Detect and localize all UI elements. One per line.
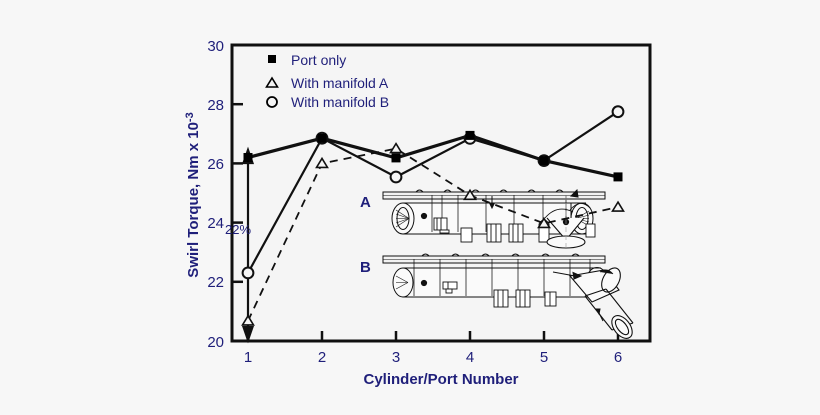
y-tick-label: 28	[207, 97, 224, 114]
y-axis-title: Swirl Torque, Nm x 10-3	[184, 112, 202, 277]
data-point	[389, 170, 403, 184]
series-line-manifold-a	[247, 147, 619, 322]
y-axis-tick-labels: 30 28 26 24 22 20	[207, 38, 224, 351]
x-tick-label: 5	[540, 349, 548, 366]
x-tick-label: 3	[392, 349, 400, 366]
series-markers-port-only	[243, 130, 623, 182]
legend-marker-circle-icon	[266, 96, 278, 108]
x-tick-label: 6	[614, 349, 622, 366]
inset-diagram-manifold-a: A	[360, 188, 606, 250]
legend-label-port-only: Port only	[291, 52, 346, 68]
data-point	[539, 156, 549, 166]
svg-text:Swirl Torque, Nm x 10-3: Swirl Torque, Nm x 10-3	[184, 112, 202, 277]
legend-marker-square-icon	[268, 55, 276, 63]
inset-label-b: B	[360, 259, 371, 276]
data-point	[243, 153, 253, 162]
inset-diagram-manifold-b: B	[360, 253, 634, 339]
data-point	[537, 216, 551, 229]
data-point	[241, 314, 255, 326]
x-axis-title: Cylinder/Port Number	[363, 371, 518, 388]
legend-label-manifold-a: With manifold A	[291, 75, 389, 91]
x-tick-label: 1	[244, 349, 252, 366]
data-point	[315, 156, 329, 169]
y-axis-title-exponent: -3	[184, 112, 196, 122]
inset-label-a: A	[360, 194, 371, 211]
legend-label-manifold-b: With manifold B	[291, 94, 389, 110]
data-point	[611, 200, 625, 212]
data-point	[241, 266, 255, 280]
y-tick-label: 24	[207, 215, 224, 232]
y-tick-label: 20	[207, 334, 224, 351]
series-line-manifold-b	[247, 110, 619, 274]
legend: Port only With manifold A With manifold …	[265, 52, 389, 110]
series-markers-manifold-a	[241, 142, 625, 326]
x-axis-tick-labels: 1 2 3 4 5 6	[244, 349, 622, 366]
y-tick-label: 22	[207, 274, 224, 291]
x-tick-label: 4	[466, 349, 474, 366]
data-point	[391, 153, 401, 163]
data-point	[389, 142, 403, 154]
y-tick-label: 26	[207, 156, 224, 173]
y-axis-ticks	[232, 102, 243, 284]
data-point	[465, 130, 475, 140]
annotation-22-percent-label: 22%	[225, 222, 251, 237]
y-tick-label: 30	[207, 38, 224, 55]
data-point	[613, 172, 623, 182]
x-tick-label: 2	[318, 349, 326, 366]
y-axis-title-base: Swirl Torque, Nm x 10	[185, 122, 202, 278]
series-line-port-only	[247, 133, 619, 179]
data-point	[611, 105, 625, 119]
data-point	[463, 188, 477, 201]
data-point	[317, 133, 327, 143]
legend-marker-triangle-icon	[265, 76, 279, 88]
